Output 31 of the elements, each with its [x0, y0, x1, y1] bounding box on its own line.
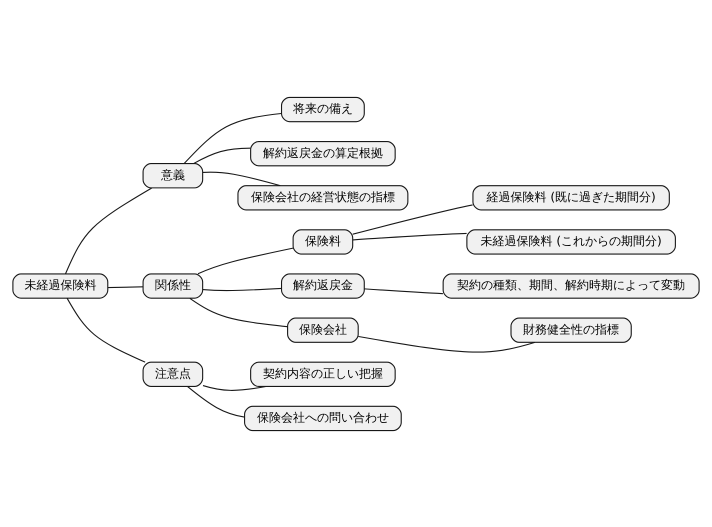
- node-box: 保険会社の経営状態の指標: [237, 184, 408, 210]
- connector: [364, 288, 443, 294]
- connector: [202, 171, 280, 186]
- node-box: 経過保険料 (既に過ぎた期間分): [472, 184, 670, 210]
- connector: [184, 112, 282, 164]
- connector: [352, 232, 467, 240]
- node-box: 関係性: [142, 272, 204, 298]
- node-box: 契約の種類、期間、解約時期によって変動: [442, 272, 700, 298]
- node-box: 財務健全性の指標: [510, 317, 632, 342]
- node-box: 未経過保険料 (これからの期間分): [466, 228, 676, 254]
- connector: [202, 287, 282, 291]
- connector: [198, 247, 294, 274]
- node-box: 解約返戻金: [280, 272, 365, 298]
- connector: [190, 298, 288, 327]
- node-box: 保険料: [292, 228, 354, 254]
- connector: [202, 384, 266, 390]
- connector: [187, 386, 244, 418]
- node-box: 意義: [142, 162, 204, 188]
- connector: [352, 204, 473, 234]
- node-box: 保険会社への問い合わせ: [244, 405, 402, 431]
- connector: [65, 186, 152, 274]
- connector: [108, 286, 143, 288]
- connector: [358, 335, 535, 352]
- node-box: 注意点: [142, 361, 204, 387]
- node-box: 契約内容の正しい把握: [250, 361, 396, 387]
- node-box: 保険会社: [287, 317, 359, 342]
- node-box: 将来の備え: [280, 96, 365, 122]
- node-box: 解約返戻金の算定根拠: [250, 140, 396, 166]
- connector: [194, 147, 250, 164]
- node-box: 未経過保険料: [12, 272, 108, 298]
- connector: [66, 298, 146, 362]
